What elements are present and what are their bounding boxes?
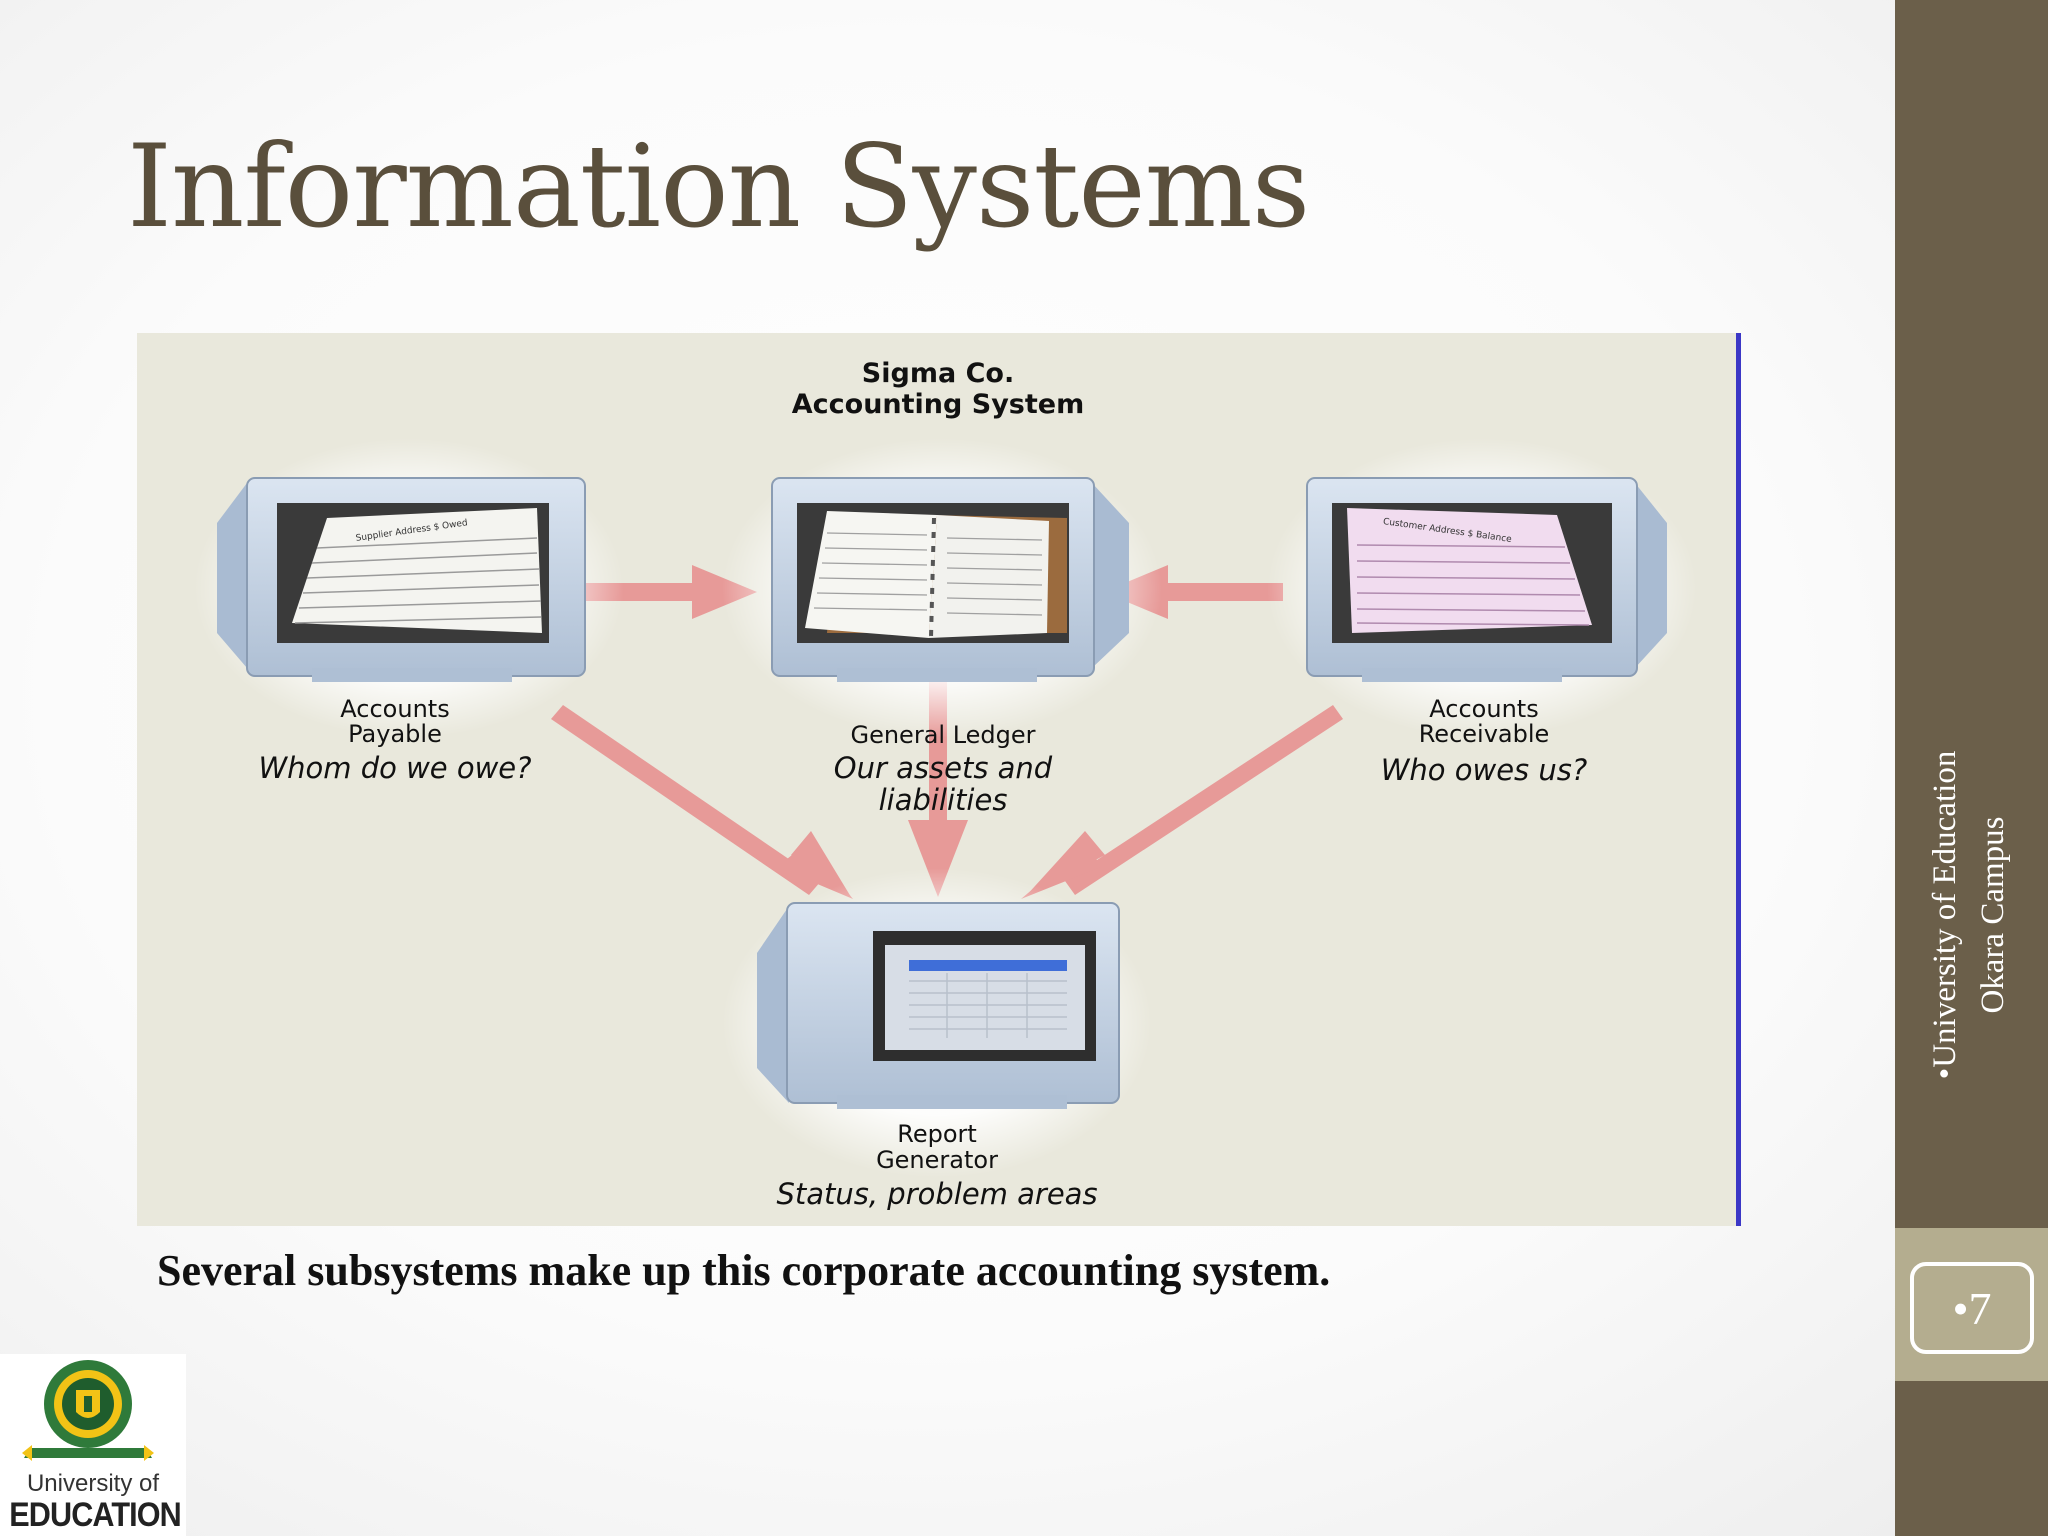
campus-footer: •University of Education Okara Campus: [1927, 705, 2011, 1125]
campus-line-2: Okara Campus: [1975, 816, 2011, 1014]
report-generator-monitor: [722, 868, 1152, 1178]
page-number-frame: [1910, 1262, 2034, 1354]
university-seal-icon: [22, 1360, 154, 1461]
diagram-heading-line-2: Accounting System: [792, 389, 1084, 420]
receivable-question: Who owes us?: [1381, 753, 1588, 787]
payable-question: Whom do we owe?: [258, 751, 531, 785]
payable-label-line-2: Payable: [348, 720, 442, 748]
report-label-line-1: Report: [897, 1120, 977, 1148]
ledger-desc-line-2: liabilities: [879, 783, 1008, 817]
receivable-label-line-1: Accounts: [1429, 695, 1538, 723]
campus-line-1: •University of Education: [1927, 750, 1963, 1080]
diagram-caption: Several subsystems make up this corporat…: [157, 1246, 1331, 1295]
receivable-label-line-2: Receivable: [1419, 720, 1550, 748]
accounting-system-diagram: Sigma Co. Accounting System: [137, 333, 1741, 1226]
diagram-heading-line-1: Sigma Co.: [862, 358, 1014, 389]
ledger-desc-line-1: Our assets and: [834, 751, 1053, 785]
page-number: •7: [1952, 1282, 1992, 1334]
page-number-tab: [1895, 1228, 2048, 1381]
accounts-receivable-monitor: Customer Address $ Balance: [1267, 438, 1697, 738]
general-ledger-monitor: [722, 438, 1162, 738]
arrow-receivable-to-report: [1021, 705, 1343, 899]
arrows: [551, 565, 1343, 899]
report-label-line-2: Generator: [876, 1146, 998, 1174]
arrow-payable-to-report: [551, 705, 853, 899]
diagram-edge-line: [1736, 333, 1741, 1226]
payable-label-line-1: Accounts: [340, 695, 449, 723]
slide-title: Information Systems: [127, 120, 1310, 253]
report-desc: Status, problem areas: [776, 1177, 1097, 1211]
logo-text-line-2: EDUCATION: [9, 1496, 181, 1534]
logo-text-line-1: University of: [26, 1470, 160, 1497]
university-logo: University of EDUCATION: [0, 1354, 186, 1536]
accounts-payable-monitor: Supplier Address $ Owed: [194, 438, 624, 738]
ledger-label: General Ledger: [850, 721, 1035, 749]
